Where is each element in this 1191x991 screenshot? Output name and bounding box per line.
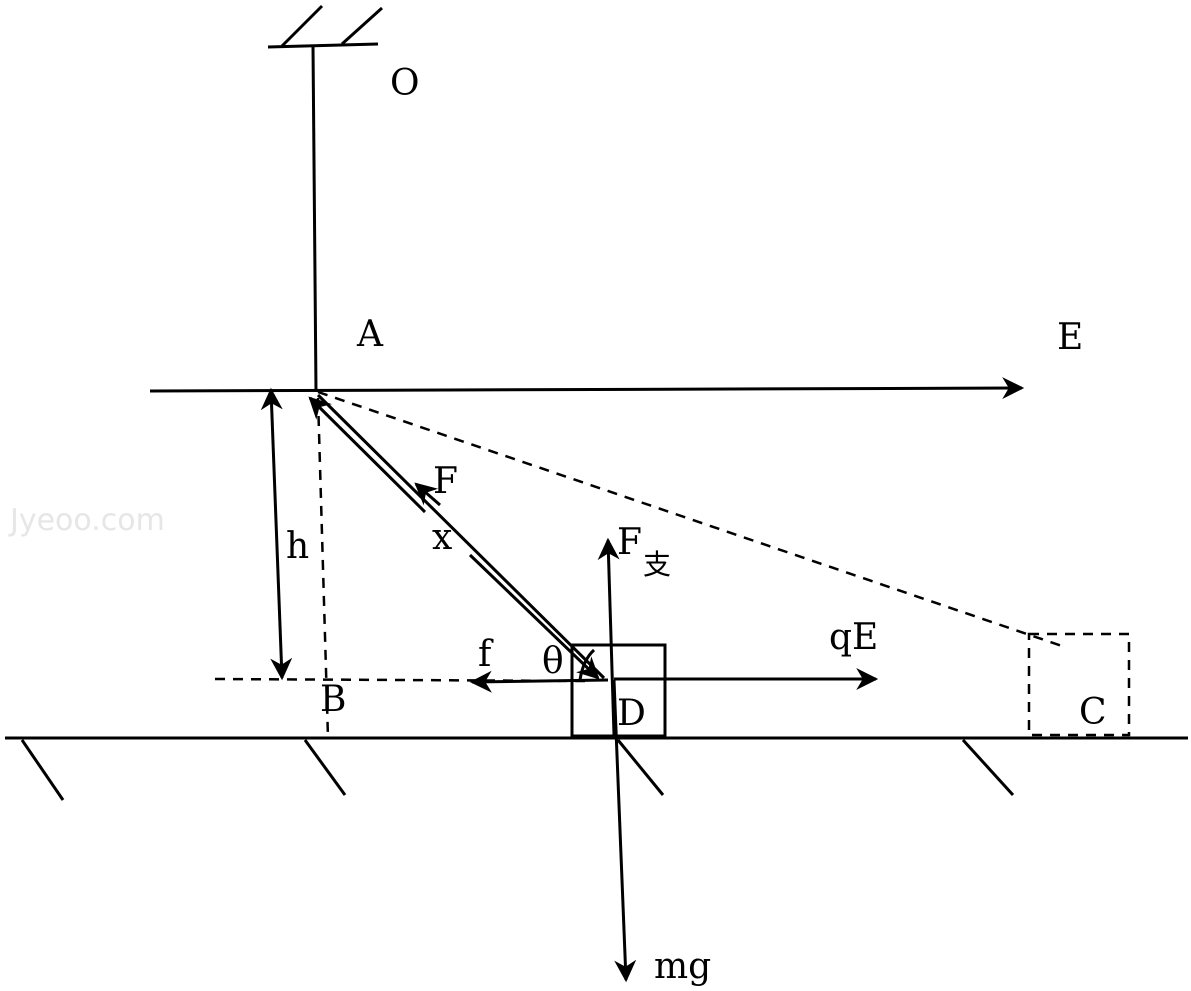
ground [5,736,1188,801]
label-point-c: C [1079,692,1107,733]
label-angle-theta: θ [542,641,564,682]
height-arrow-h [260,387,293,681]
string-ad [316,393,606,680]
block-at-c [1027,632,1131,737]
displacement-arrow-x [468,553,600,680]
friction-arrow [469,670,609,693]
gravity-arrow [612,679,637,983]
tension-arrow-f-mid [414,482,441,507]
label-electric-force: qE [829,617,878,658]
label-field-e: E [1057,317,1083,358]
label-normal-force: F [617,522,642,563]
label-point-d: D [617,693,646,734]
label-point-o: O [390,63,420,104]
label-point-a: A [356,314,384,355]
field-line-e [149,377,1025,400]
label-gravity: mg [654,946,711,987]
label-tension-f: F [433,461,458,502]
label-displacement-x: x [432,517,452,558]
angle-arc-theta [578,648,596,681]
label-normal-force-sub: 支 [643,548,671,581]
tension-arrow-f [308,396,427,514]
label-height-h: h [286,526,309,567]
label-point-b: B [320,679,346,720]
vertical-rod [311,45,318,393]
label-friction: f [478,634,494,675]
block-d [570,643,667,738]
normal-force-arrow [597,537,620,736]
watermark-text: Jyeoo.com [8,503,165,538]
ceiling-support [267,4,384,49]
